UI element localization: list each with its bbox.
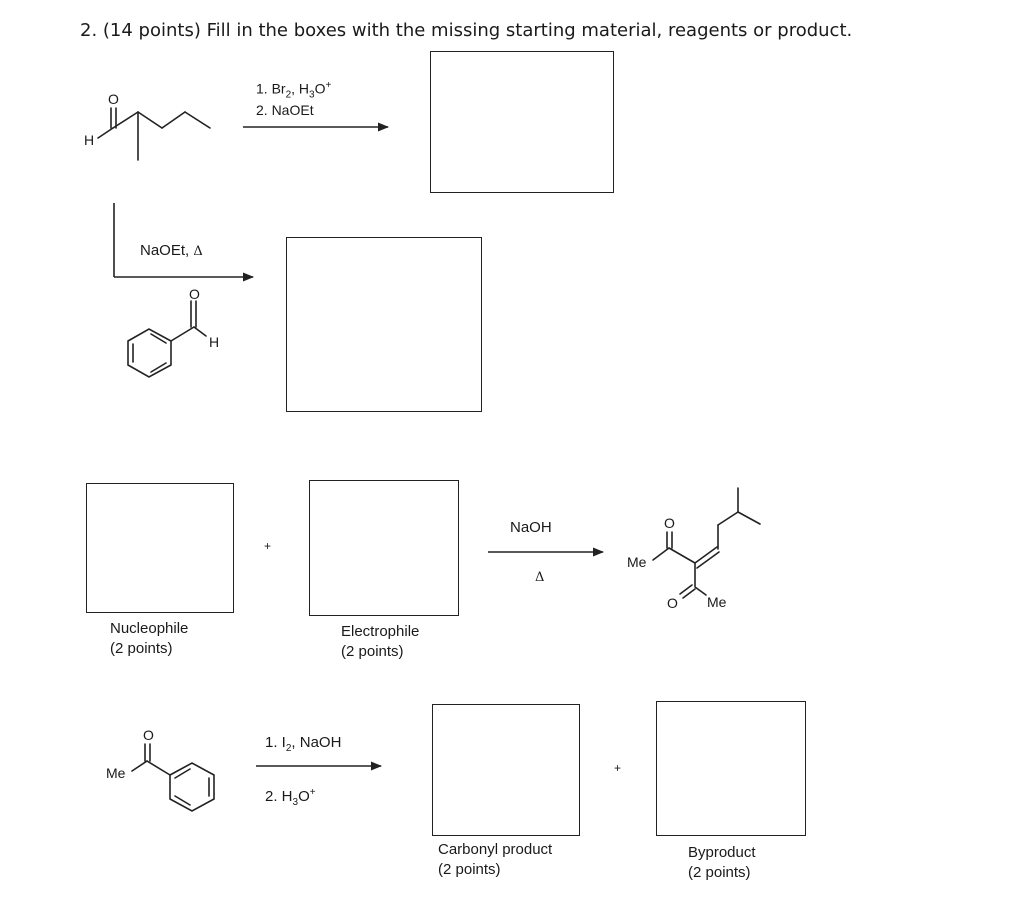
nucleophile-label: Nucleophile <box>110 620 189 637</box>
r4-acetophenone: O Me <box>106 727 215 812</box>
r4-reagent-step2: 2. H3O+ <box>265 787 316 808</box>
question-title: 2. (14 points) Fill in the boxes with th… <box>80 20 853 41</box>
r4-byproduct-box[interactable] <box>656 701 806 836</box>
r3-reagent: NaOH <box>510 519 552 536</box>
r4-oxygen-atom: O <box>143 727 154 743</box>
electrophile-label: Electrophile <box>341 623 420 640</box>
electrophile-points: (2 points) <box>341 643 404 660</box>
r2-benzaldehyde: O H <box>127 286 219 378</box>
r3-nucleophile-box[interactable] <box>86 483 234 613</box>
r1-product-box[interactable] <box>430 51 614 193</box>
r1-hydrogen-atom: H <box>84 132 94 148</box>
r1-starting-material: O H <box>84 91 211 161</box>
r3-methyl-left: Me <box>627 554 647 570</box>
r2-reagent: NaOEt, Δ <box>140 242 203 259</box>
r2-product-box[interactable] <box>286 237 482 412</box>
r1-reagent-step1: 1. Br2, H3O+ <box>256 80 332 101</box>
r2-oxygen-atom: O <box>189 286 200 302</box>
r2-arrow <box>113 203 255 282</box>
r4-plus: + <box>614 761 622 775</box>
r4-carbonyl-box[interactable] <box>432 704 580 836</box>
carbonyl-label: Carbonyl product <box>438 841 553 858</box>
r3-delta: Δ <box>535 570 545 585</box>
r3-oxygen-atom-top: O <box>664 515 675 531</box>
r3-methyl-right: Me <box>707 594 727 610</box>
r1-reagent-step2: 2. NaOEt <box>256 102 314 118</box>
byproduct-points: (2 points) <box>688 864 751 881</box>
r3-product: O Me O Me <box>627 487 761 611</box>
r4-methyl-atom: Me <box>106 765 126 781</box>
r4-reagent-step1: 1. I2, NaOH <box>265 734 342 754</box>
carbonyl-points: (2 points) <box>438 861 501 878</box>
r3-plus: + <box>264 539 272 553</box>
r2-hydrogen-atom: H <box>209 334 219 350</box>
byproduct-label: Byproduct <box>688 844 756 861</box>
r3-electrophile-box[interactable] <box>309 480 459 616</box>
nucleophile-points: (2 points) <box>110 640 173 657</box>
r1-oxygen-atom: O <box>108 91 119 107</box>
r3-oxygen-atom-bottom: O <box>667 595 678 611</box>
